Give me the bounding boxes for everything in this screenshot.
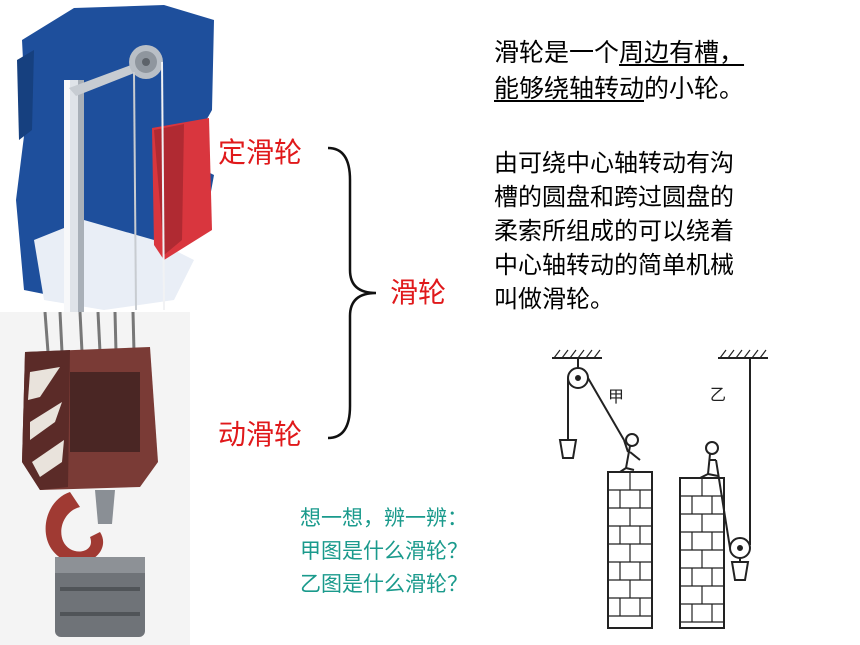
description-line: 柔索所组成的可以绕着 — [494, 217, 734, 245]
question-block: 想一想，辨一辨： 甲图是什么滑轮？ 乙图是什么滑轮？ — [300, 502, 468, 601]
description-line: 槽的圆盘和跨过圆盘的 — [494, 183, 734, 211]
movable-pulley-label: 动滑轮 — [218, 418, 303, 451]
label-jia: 甲 — [608, 387, 624, 406]
description-line: 由可绕中心轴转动有沟 — [494, 149, 734, 177]
movable-pulley-photo — [0, 312, 190, 645]
label-yi: 乙 — [710, 385, 726, 404]
description-paragraph: 由可绕中心轴转动有沟 槽的圆盘和跨过圆盘的 柔索所组成的可以绕着 中心轴转动的简… — [494, 146, 794, 316]
definition-line-1: 滑轮是一个周边有槽， — [494, 38, 745, 67]
question-line: 想一想，辨一辨： — [300, 506, 468, 530]
curly-brace — [327, 146, 377, 440]
description-line: 中心轴转动的简单机械 — [494, 251, 734, 279]
question-line: 乙图是什么滑轮？ — [300, 572, 468, 596]
pulley-comparison-diagram: 甲 乙 — [552, 349, 768, 629]
definition-line-2: 能够绕轴转动的小轮。 — [494, 74, 745, 103]
description-line: 叫做滑轮。 — [494, 285, 614, 313]
question-line: 甲图是什么滑轮？ — [300, 539, 468, 563]
pulley-label: 滑轮 — [390, 276, 447, 309]
fixed-pulley-label: 定滑轮 — [218, 136, 303, 169]
fixed-pulley-photo — [16, 5, 214, 315]
